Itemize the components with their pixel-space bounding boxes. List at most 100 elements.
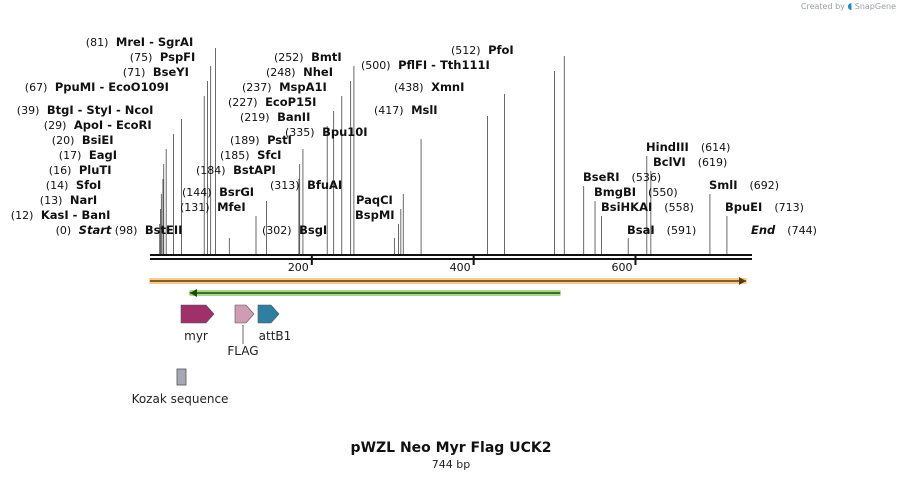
site-alt-name: - Tth111I xyxy=(427,58,490,72)
site-position: (17) xyxy=(59,149,85,162)
site-name: PstI xyxy=(267,133,292,147)
site-position: (438) xyxy=(394,81,427,94)
credit-prefix: Created by xyxy=(800,2,845,11)
site-name: BsiEI xyxy=(82,133,114,147)
site-label-smli: SmlI(692) xyxy=(709,178,779,192)
site-label-eagi: (17) EagI xyxy=(59,148,117,162)
site-name: Bpu10I xyxy=(322,125,367,139)
feature-label: Kozak sequence xyxy=(132,392,229,406)
site-name: PfoI xyxy=(488,43,514,57)
site-position: (20) xyxy=(52,134,78,147)
site-label-banii: (219) BanII xyxy=(240,110,310,124)
site-position: (189) xyxy=(230,134,263,147)
ruler-tick-label: 400 xyxy=(450,261,471,274)
site-label-bsteii: (98) BstEII xyxy=(115,223,183,237)
site-position: (14) xyxy=(46,179,72,192)
feature-label: myr xyxy=(184,329,208,343)
site-position: (713) xyxy=(774,201,804,214)
site-position: (591) xyxy=(667,224,697,237)
feature-flag xyxy=(234,304,255,324)
site-name: BsgI xyxy=(299,223,327,237)
site-position: (500) xyxy=(361,59,394,72)
site-label-sfoi: (14) SfoI xyxy=(46,178,102,192)
site-label-nhei: (248) NheI xyxy=(266,65,333,79)
site-alt-name: - EcoO109I xyxy=(95,80,168,94)
site-name: NarI xyxy=(70,193,97,207)
site-label-pflfi: (500) PflFI - Tth111I xyxy=(361,58,490,72)
site-label-mfei: (131) MfeI xyxy=(180,200,246,214)
map-title: pWZL Neo Myr Flag UCK2 xyxy=(350,440,552,456)
site-name: MreI xyxy=(116,35,145,49)
snapgene-credit: Created by ◖ SnapGene xyxy=(801,2,896,12)
site-position: (185) xyxy=(220,149,253,162)
site-label-bsai: BsaI (591) xyxy=(627,223,696,237)
site-position: (614) xyxy=(701,141,731,154)
site-name: BmtI xyxy=(311,50,342,64)
site-label-bsihkai: BsiHKAI(558) xyxy=(601,200,694,214)
site-name: EagI xyxy=(89,148,117,162)
site-name: NheI xyxy=(303,65,333,79)
site-name: BsaI xyxy=(627,223,655,237)
site-name: HindIII xyxy=(646,140,689,154)
site-label-bpuei: BpuEI(713) xyxy=(725,200,804,214)
site-name: PluTI xyxy=(79,163,112,177)
credit-brand: SnapGene xyxy=(854,2,896,11)
site-position: (13) xyxy=(40,194,66,207)
site-position: (744) xyxy=(787,224,817,237)
map-length: 744 bp xyxy=(431,458,471,471)
site-name: BtgI xyxy=(47,103,74,117)
site-alt-name: - BanI xyxy=(69,208,111,222)
site-name: BfuAI xyxy=(307,178,342,192)
site-position: (550) xyxy=(648,186,678,199)
site-position: (0) xyxy=(56,224,75,237)
orf-layer xyxy=(149,277,747,297)
orf-arrowhead xyxy=(190,289,197,297)
feature-label: attB1 xyxy=(259,329,292,343)
site-position: (252) xyxy=(274,51,307,64)
site-label-mspa1i: (237) MspA1I xyxy=(242,80,327,94)
orf-arrowhead xyxy=(739,277,746,285)
site-position: (512) xyxy=(451,44,484,57)
site-name: BclVI xyxy=(653,155,686,169)
site-name: PspFI xyxy=(160,50,195,64)
site-alt-name: - StyI xyxy=(74,103,112,117)
site-name: PflFI xyxy=(398,58,427,72)
site-label-paqci: PaqCI xyxy=(356,193,393,207)
site-label-bclvi: BclVI(619) xyxy=(653,155,727,169)
site-labels: (0) Start(12) KasI - BanI(13) NarI(14) S… xyxy=(11,35,817,237)
site-position: (12) xyxy=(11,209,37,222)
site-position: (227) xyxy=(228,96,261,109)
site-name: BseYI xyxy=(153,65,189,79)
site-name: BstEII xyxy=(145,223,183,237)
site-label-bsiei: (20) BsiEI xyxy=(52,133,114,147)
feature-attb1 xyxy=(257,304,280,324)
site-label-ppumi: (67) PpuMI - EcoO109I xyxy=(25,80,169,94)
site-name: BseRI xyxy=(583,170,620,184)
site-name: MfeI xyxy=(217,200,246,214)
site-label-bmti: (252) BmtI xyxy=(274,50,342,64)
site-name: BanII xyxy=(277,110,310,124)
site-label-apoi: (29) ApoI - EcoRI xyxy=(44,118,152,132)
feature-kozak-sequence xyxy=(176,368,187,386)
site-name: SfcI xyxy=(257,148,281,162)
site-name: ApoI xyxy=(74,118,103,132)
site-name: BsiHKAI xyxy=(601,200,652,214)
site-name: BspMI xyxy=(355,208,395,222)
site-name: MspA1I xyxy=(279,80,327,94)
site-label-bsrgi: (144) BsrGI xyxy=(182,185,254,199)
site-label-mrei: (81) MreI - SgrAI xyxy=(86,35,193,49)
site-position: (75) xyxy=(130,51,156,64)
site-name: BstAPI xyxy=(233,163,276,177)
site-name: EcoP15I xyxy=(265,95,316,109)
feature-myr xyxy=(180,304,215,324)
site-name: BsrGI xyxy=(219,185,254,199)
site-label-psti: (189) PstI xyxy=(230,133,292,147)
site-label-nari: (13) NarI xyxy=(40,193,97,207)
snapgene-logo-icon: ◖ xyxy=(847,2,853,12)
site-label-kasi: (12) KasI - BanI xyxy=(11,208,111,222)
dna-backbone xyxy=(150,254,752,260)
site-label-end: End(744) xyxy=(751,223,817,237)
site-label-sfci: (185) SfcI xyxy=(220,148,281,162)
